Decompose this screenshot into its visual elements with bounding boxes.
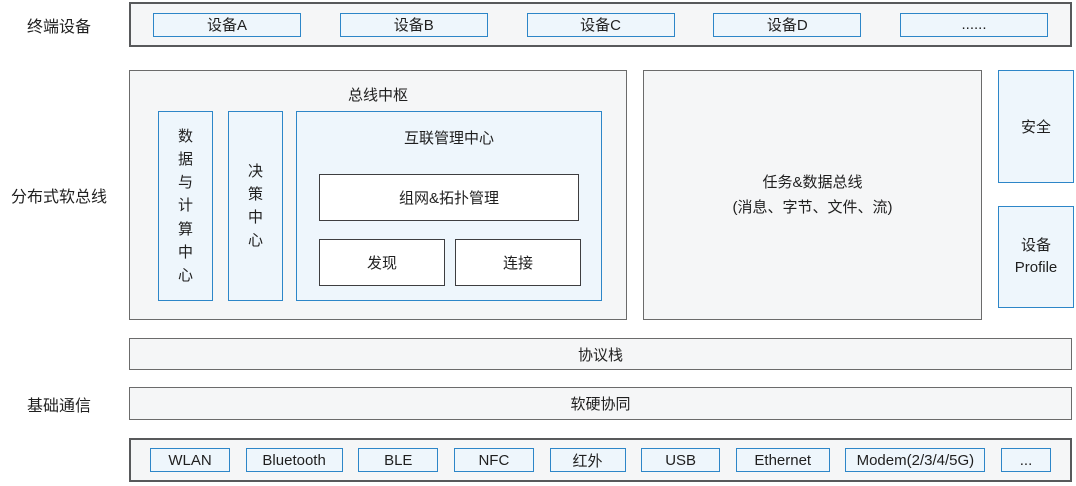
task-data-bus-box: 任务&数据总线 (消息、字节、文件、流)	[643, 70, 982, 320]
decision-center-box: 决策中心	[228, 111, 283, 301]
data-compute-center-label: 数据与计算中心	[177, 127, 193, 285]
interconnect-mgmt-center-title: 互联管理中心	[403, 130, 494, 147]
device-box-b: 设备B	[339, 12, 488, 37]
row-label-basic-communication: 基础通信	[26, 397, 91, 415]
security-box: 安全	[998, 70, 1074, 183]
networking-topology-mgmt-box: 组网&拓扑管理	[319, 174, 579, 221]
device-profile-box: 设备 Profile	[998, 206, 1074, 308]
discovery-box: 发现	[319, 239, 445, 286]
comm-box-ethernet: Ethernet	[735, 448, 830, 472]
comm-box-usb: USB	[641, 448, 721, 472]
task-data-bus-line2: (消息、字节、文件、流)	[732, 199, 893, 216]
terminal-devices-container: 设备A 设备B 设备C 设备D ......	[129, 2, 1072, 47]
row-label-terminal-devices: 终端设备	[26, 18, 91, 36]
data-compute-center-box: 数据与计算中心	[158, 111, 213, 301]
decision-center-label: 决策中心	[247, 162, 263, 250]
hw-sw-collaboration-row: 软硬协同	[129, 387, 1072, 420]
comm-hardware-container: WLAN Bluetooth BLE NFC 红外 USB Ethernet M…	[129, 438, 1072, 482]
protocol-stack-row: 协议栈	[129, 338, 1072, 370]
device-box-ellipsis: ......	[900, 12, 1048, 37]
comm-box-ble: BLE	[358, 448, 439, 472]
comm-box-nfc: NFC	[453, 448, 534, 472]
comm-box-infrared: 红外	[549, 448, 626, 472]
interconnect-mgmt-center-box: 互联管理中心 组网&拓扑管理 发现 连接	[296, 111, 602, 301]
comm-box-wlan: WLAN	[150, 448, 230, 472]
connection-box: 连接	[455, 239, 581, 286]
device-profile-line2: Profile	[1014, 259, 1058, 276]
device-profile-line1: 设备	[1020, 237, 1051, 255]
row-label-distributed-softbus: 分布式软总线	[10, 189, 107, 206]
device-box-c: 设备C	[526, 12, 675, 37]
task-data-bus-line1: 任务&数据总线	[762, 173, 863, 191]
bus-hub-title: 总线中枢	[347, 87, 408, 104]
device-box-a: 设备A	[153, 12, 301, 37]
device-box-d: 设备D	[713, 12, 862, 37]
comm-box-bluetooth: Bluetooth	[245, 448, 343, 472]
comm-box-ellipsis: ...	[1001, 448, 1051, 472]
comm-box-modem: Modem(2/3/4/5G)	[845, 448, 986, 472]
bus-hub-container: 总线中枢 数据与计算中心 决策中心 互联管理中心 组网&拓扑管理 发现 连接	[129, 70, 627, 320]
